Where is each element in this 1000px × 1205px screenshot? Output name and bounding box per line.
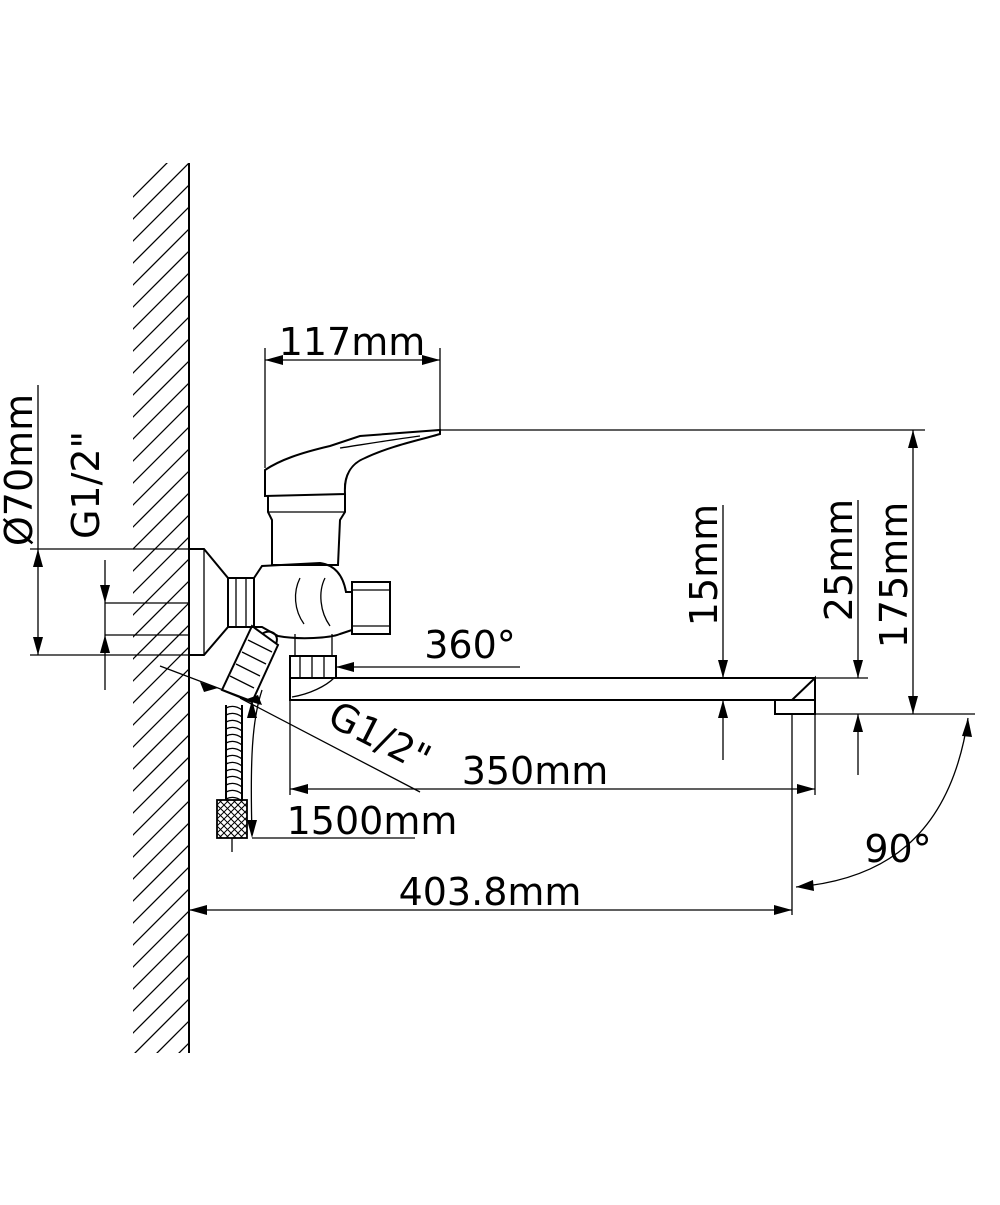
shower-hose [216, 689, 263, 852]
dimension-angle: 90° [795, 717, 972, 891]
dimension-hose-length: 1500mm [247, 700, 457, 843]
label-175mm: 175mm [872, 502, 916, 649]
label-1500mm: 1500mm [287, 799, 458, 843]
label-g12-hose: G1/2" [322, 693, 438, 781]
hose-outlet [220, 624, 280, 704]
label-90deg: 90° [864, 827, 931, 871]
dimension-total-reach: 403.8mm [189, 714, 793, 915]
dimension-spout-length: 350mm [289, 700, 816, 795]
label-25mm: 25mm [817, 499, 861, 621]
wall-hatching [133, 163, 190, 1053]
dimension-15mm: 15mm [682, 504, 728, 760]
label-360: 360° [424, 623, 516, 667]
label-350mm: 350mm [462, 749, 609, 793]
callout-rotation: 360° [336, 623, 520, 672]
label-15mm: 15mm [682, 504, 726, 626]
dimension-total-height: 175mm [440, 429, 975, 715]
spout [289, 675, 816, 715]
label-403-8mm: 403.8mm [399, 870, 582, 914]
label-diameter-70mm: Ø70mm [0, 394, 41, 546]
label-g12-inlet: G1/2" [64, 431, 108, 539]
label-117mm: 117mm [279, 320, 426, 364]
dimension-inlet-thread: G1/2" [64, 431, 110, 690]
wall-flange [105, 548, 255, 656]
callout-hose-thread: G1/2" [159, 665, 438, 793]
faucet-body [253, 428, 441, 679]
dimension-flange-diameter: Ø70mm [0, 385, 204, 656]
dimension-25mm: 25mm [815, 499, 868, 775]
dimension-handle-width: 117mm [264, 320, 441, 468]
